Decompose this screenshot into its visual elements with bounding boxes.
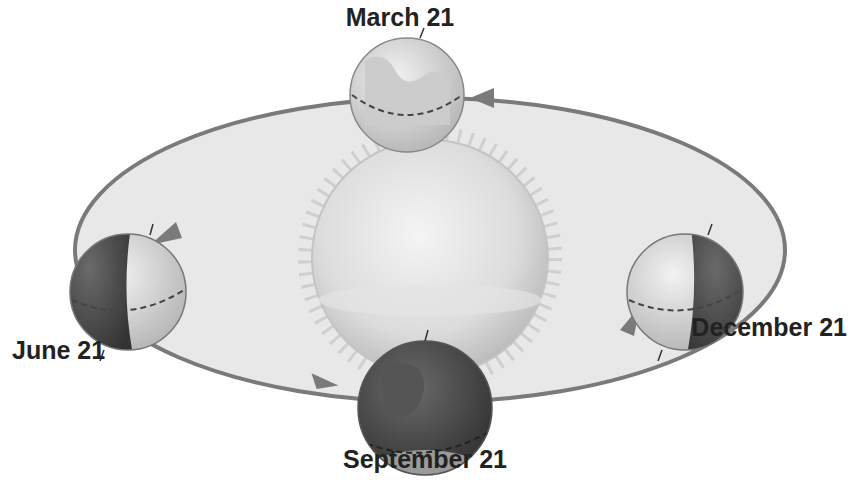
date-label: September 21 (343, 446, 507, 474)
date-label: June 21 (12, 337, 105, 365)
date-label: March 21 (346, 4, 454, 32)
date-label: December 21 (691, 314, 847, 342)
